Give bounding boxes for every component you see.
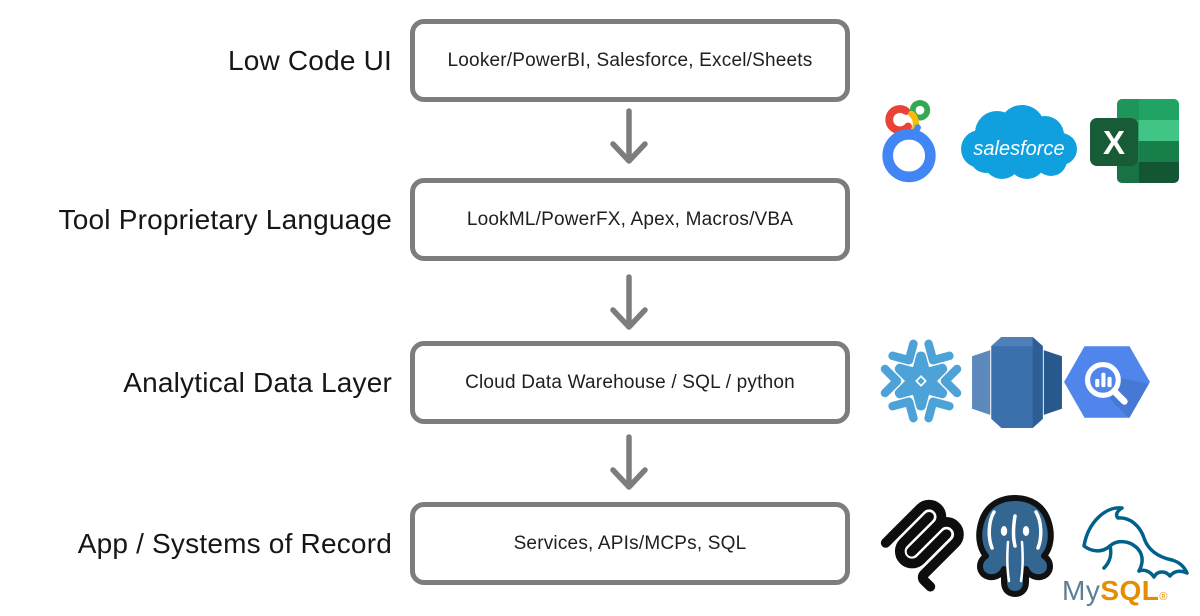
excel-logo-icon: X [1087,97,1185,187]
mcp-logo-icon [878,496,966,594]
layer-label-analytical-data: Analytical Data Layer [0,341,392,424]
box-text: Cloud Data Warehouse / SQL / python [465,371,795,393]
label-text: App / Systems of Record [77,527,392,559]
mysql-sql-text: SQL [1100,575,1159,606]
layer-label-tool-proprietary: Tool Proprietary Language [0,178,392,261]
looker-logo-icon [879,99,941,185]
bigquery-logo-icon [1062,339,1152,425]
label-text: Low Code UI [227,44,392,76]
box-text: LookML/PowerFX, Apex, Macros/VBA [466,208,794,230]
down-arrow-icon [607,108,651,168]
layer-label-systems-of-record: App / Systems of Record [0,502,392,585]
mysql-registered-mark: ® [1159,591,1168,603]
layer-box-tool-proprietary: LookML/PowerFX, Apex, Macros/VBA [410,178,850,261]
salesforce-wordmark: salesforce [973,138,1064,160]
mysql-my-text: My [1062,575,1100,606]
layer-box-low-code-ui: Looker/PowerBI, Salesforce, Excel/Sheets [410,19,850,102]
down-arrow-icon [607,434,651,494]
label-text: Tool Proprietary Language [58,203,392,235]
layer-box-systems-of-record: Services, APIs/MCPs, SQL [410,502,850,585]
postgresql-logo-icon [964,492,1066,598]
box-text: Looker/PowerBI, Salesforce, Excel/Sheets [447,49,813,71]
snowflake-logo-icon [875,336,967,426]
box-text: Services, APIs/MCPs, SQL [513,532,747,554]
excel-x-letter: X [1103,124,1125,161]
label-text: Analytical Data Layer [123,366,392,398]
salesforce-logo-icon: salesforce [955,102,1083,182]
layer-label-low-code-ui: Low Code UI [0,19,392,102]
svg-text:MySQL®: MySQL® [1062,575,1168,606]
redshift-logo-icon [969,333,1065,432]
mysql-logo-icon: MySQL® [1060,496,1192,606]
layer-box-analytical-data: Cloud Data Warehouse / SQL / python [410,341,850,424]
down-arrow-icon [607,274,651,334]
